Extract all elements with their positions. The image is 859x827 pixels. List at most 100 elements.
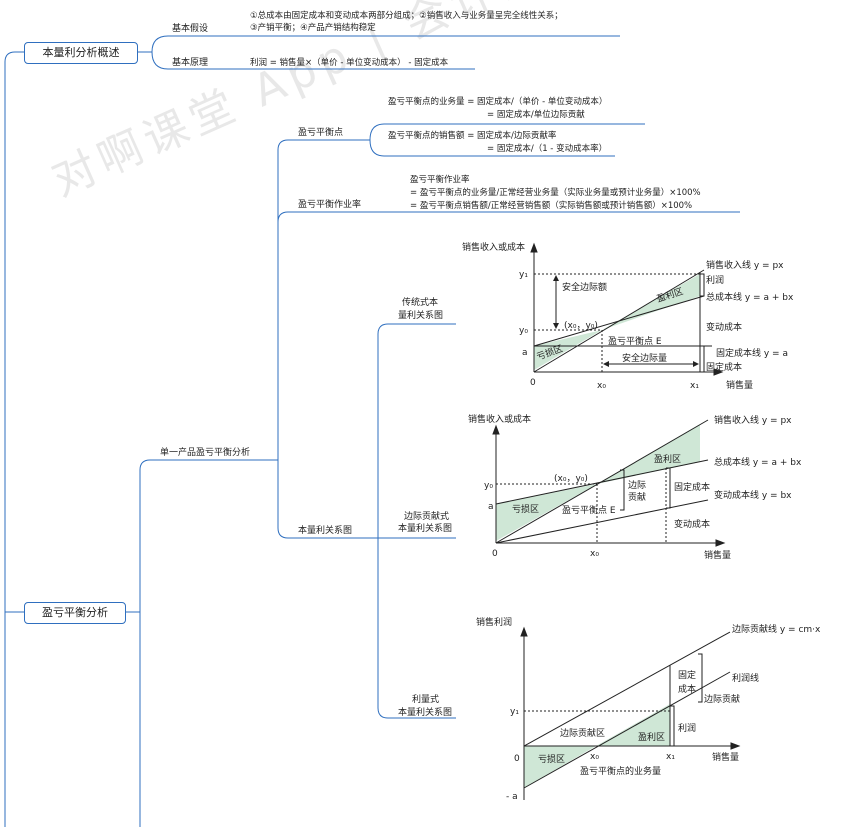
g1-y1-tick: y₁ — [519, 270, 528, 280]
traditional-label-2: 量利关系图 — [398, 311, 444, 321]
g3-profit-zone-fill — [596, 704, 670, 746]
g3-profit-bracket — [670, 705, 675, 747]
g2-a-tick: a — [488, 502, 494, 512]
bep-amt-line-1: 盈亏平衡点的销售额 = 固定成本/边际贡献率 — [388, 131, 557, 141]
g2-contrib-label-1: 边际 — [628, 480, 646, 491]
breakeven-node[interactable]: 盈亏平衡分析 — [24, 602, 126, 624]
g1-revenue-label: 销售收入线 y = px — [706, 259, 784, 271]
g2-fixed-cost-label: 固定成本 — [674, 481, 710, 493]
g1-a-tick: a — [522, 348, 528, 358]
g2-ylabel: 销售收入或成本 — [468, 413, 531, 425]
g1-point-label: (x₀，y₀) — [564, 321, 598, 331]
traditional-label-1: 传统式本 — [402, 298, 439, 308]
g2-contrib-bracket — [620, 469, 625, 511]
assumption-line-2: ③产销平衡；④产品产销结构稳定 — [250, 23, 376, 33]
g3-loss-zone-label: 亏损区 — [538, 753, 565, 765]
g3-profit-zone-label: 盈利区 — [638, 731, 665, 743]
g3-neg-a-tick: - a — [506, 792, 518, 802]
g1-x-arrow — [713, 368, 724, 376]
g3-fixed-label-2: 成本 — [678, 683, 696, 695]
g3-contrib-line-label: 边际贡献线 y = cm·x — [732, 623, 821, 635]
g1-bep-label: 盈亏平衡点 E — [608, 335, 662, 347]
bep-amt-line-2: = 固定成本/（1 - 变动成本率） — [487, 144, 608, 154]
rate-label: 盈亏平衡作业率 — [298, 200, 362, 210]
g2-var-cost-line — [495, 499, 709, 544]
g1-safety-qty-label: 安全边际量 — [622, 352, 667, 364]
g3-contrib-line — [523, 631, 731, 747]
g1-xlabel: 销售量 — [726, 379, 753, 391]
g1-origin: 0 — [530, 378, 536, 388]
g3-y-arrow — [520, 626, 528, 637]
bep-qty-line-1: 盈亏平衡点的业务量 = 固定成本/（单价 - 单位变动成本） — [388, 97, 608, 107]
rate-line-3: = 盈亏平衡点销售额/正常经营销售额（实际销售额或预计销售额）×100% — [410, 201, 693, 211]
g3-x1-tick: x₁ — [666, 752, 675, 762]
g1-x1-tick: x₁ — [690, 381, 699, 391]
g2-xlabel: 销售量 — [704, 549, 731, 561]
assumption-line-1: ①总成本由固定成本和变动成本两部分组成；②销售收入与业务量呈完全线性关系； — [250, 11, 563, 21]
cvp-label: 本量利关系图 — [298, 526, 353, 536]
contribution-label-2: 本量利关系图 — [398, 524, 453, 534]
bep-qty-line-2: = 固定成本/单位边际贡献 — [487, 110, 585, 120]
g3-contrib-zone-label: 边际贡献区 — [560, 727, 605, 739]
g3-y1-tick: y₁ — [510, 707, 519, 717]
g2-x0-tick: x₀ — [590, 549, 599, 559]
g3-x-arrow — [730, 742, 741, 750]
g2-var-cost-label: 变动成本 — [674, 518, 710, 530]
g1-fixed-line-label: 固定成本线 y = a — [716, 347, 788, 359]
g2-x-arrow — [715, 539, 726, 547]
g3-xlabel: 销售量 — [712, 751, 739, 763]
g1-fixed-cost-label: 固定成本 — [706, 361, 742, 373]
g2-contrib-label-2: 贡献 — [628, 491, 646, 503]
g2-revenue-label: 销售收入线 y = px — [714, 414, 792, 426]
g1-loss-zone-fill — [534, 330, 602, 370]
g3-fixed-bracket — [698, 653, 703, 703]
g3-ylabel: 销售利润 — [476, 616, 512, 628]
g1-ylabel: 销售收入或成本 — [462, 241, 525, 253]
g2-total-cost-line — [495, 459, 709, 505]
bep-label: 盈亏平衡点 — [298, 128, 344, 138]
assumption-label: 基本假设 — [172, 24, 209, 34]
contribution-label-1: 边际贡献式 — [404, 512, 450, 522]
g1-total-cost-label: 总成本线 y = a + bx — [706, 291, 794, 303]
principle-text: 利润 = 销售量×（单价 - 单位变动成本） - 固定成本 — [250, 58, 449, 68]
rate-line-2: = 盈亏平衡点的业务量/正常经营业务量（实际业务量或预计业务量）×100% — [410, 188, 701, 198]
g1-profit-bracket — [700, 273, 705, 297]
profit-label-1: 利量式 — [412, 695, 440, 705]
profit-label-2: 本量利关系图 — [398, 708, 453, 718]
g2-loss-zone-fill — [496, 484, 597, 541]
g3-x0-tick: x₀ — [590, 752, 599, 762]
g2-origin: 0 — [492, 549, 498, 559]
g2-point-label: (x₀，y₀) — [554, 474, 588, 484]
g3-bep-qty-label: 盈亏平衡点的业务量 — [580, 765, 661, 777]
g2-bep-label: 盈亏平衡点 E — [562, 504, 616, 516]
g2-fixed-bracket — [666, 467, 671, 509]
g2-y0-tick: y₀ — [484, 481, 493, 491]
g2-loss-zone-label: 亏损区 — [512, 503, 539, 515]
g1-y-arrow — [530, 242, 538, 253]
g1-profit-label: 利润 — [706, 274, 724, 286]
g2-profit-zone-label: 盈利区 — [654, 453, 681, 465]
g3-profit-label: 利润 — [678, 722, 696, 734]
g1-x0-tick: x₀ — [597, 381, 606, 391]
g1-var-cost-label: 变动成本 — [706, 321, 742, 333]
single-product-label: 单一产品盈亏平衡分析 — [160, 448, 251, 458]
g2-y-arrow — [492, 424, 500, 435]
g1-fixed-bracket — [700, 345, 705, 373]
g3-fixed-label-1: 固定 — [678, 669, 696, 681]
g1-y0-tick: y₀ — [519, 326, 528, 336]
g3-profit-line — [523, 671, 731, 789]
g1-safety-amt-label: 安全边际额 — [562, 281, 607, 293]
g3-contrib-label: 边际贡献 — [704, 693, 740, 705]
g3-profit-line-label: 利润线 — [732, 672, 759, 684]
principle-label: 基本原理 — [172, 58, 209, 68]
rate-line-1: 盈亏平衡作业率 — [410, 175, 470, 185]
overview-node[interactable]: 本量利分析概述 — [24, 42, 138, 64]
g2-var-line-label: 变动成本线 y = bx — [714, 489, 792, 501]
g2-total-cost-label: 总成本线 y = a + bx — [714, 456, 802, 468]
g1-total-cost-line — [533, 295, 705, 347]
g3-origin: 0 — [514, 754, 520, 764]
